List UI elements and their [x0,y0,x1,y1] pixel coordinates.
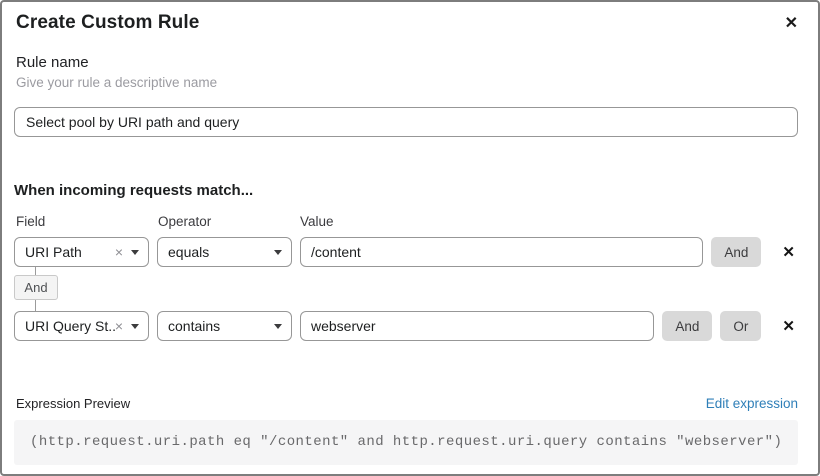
chevron-down-icon [274,323,282,329]
field-select-1-value: URI Path [25,244,82,260]
expression-preview-header: Expression Preview Edit expression [16,396,798,411]
value-input-2[interactable] [300,311,655,341]
close-icon[interactable]: ✕ [784,15,798,32]
field-select-2[interactable]: URI Query St... × [14,311,149,341]
edit-expression-link[interactable]: Edit expression [705,396,798,411]
connector-line [35,267,36,275]
condition-row-2: URI Query St... × contains And Or ✕ [14,311,798,341]
connector-and-badge: And [14,275,58,300]
field-column-label: Field [16,214,46,229]
clear-icon[interactable]: × [114,244,123,260]
clear-icon[interactable]: × [114,318,123,334]
column-labels: Field Operator Value [14,214,798,229]
chevron-down-icon [131,323,139,329]
operator-select-2-value: contains [168,318,221,334]
operator-select-2[interactable]: contains [157,311,292,341]
chevron-down-icon [274,249,282,255]
rule-name-hint: Give your rule a descriptive name [16,75,218,90]
value-input-1[interactable] [300,237,704,267]
operator-select-1[interactable]: equals [157,237,292,267]
field-select-1[interactable]: URI Path × [14,237,149,267]
value-column-label: Value [300,214,334,229]
connector-line [35,300,36,311]
and-button-row-1[interactable]: And [711,237,762,267]
dialog-title: Create Custom Rule [16,12,200,33]
expression-preview-label: Expression Preview [16,396,131,411]
field-select-2-value: URI Query St... [25,318,115,334]
match-heading: When incoming requests match... [14,182,254,199]
expression-code-block: (http.request.uri.path eq "/content" and… [14,420,798,465]
rule-name-input[interactable] [14,107,798,137]
remove-condition-icon[interactable]: ✕ [782,243,795,261]
and-button-row-2[interactable]: And [662,311,713,341]
operator-column-label: Operator [158,214,212,229]
operator-select-1-value: equals [168,244,210,260]
rule-name-label: Rule name [16,54,89,71]
or-button-row-2[interactable]: Or [720,311,762,341]
condition-connector: And [14,267,58,311]
chevron-down-icon [131,249,139,255]
dialog-header: Create Custom Rule ✕ [14,2,798,34]
condition-row-1: URI Path × equals And ✕ [14,237,798,267]
remove-condition-icon[interactable]: ✕ [782,317,795,335]
